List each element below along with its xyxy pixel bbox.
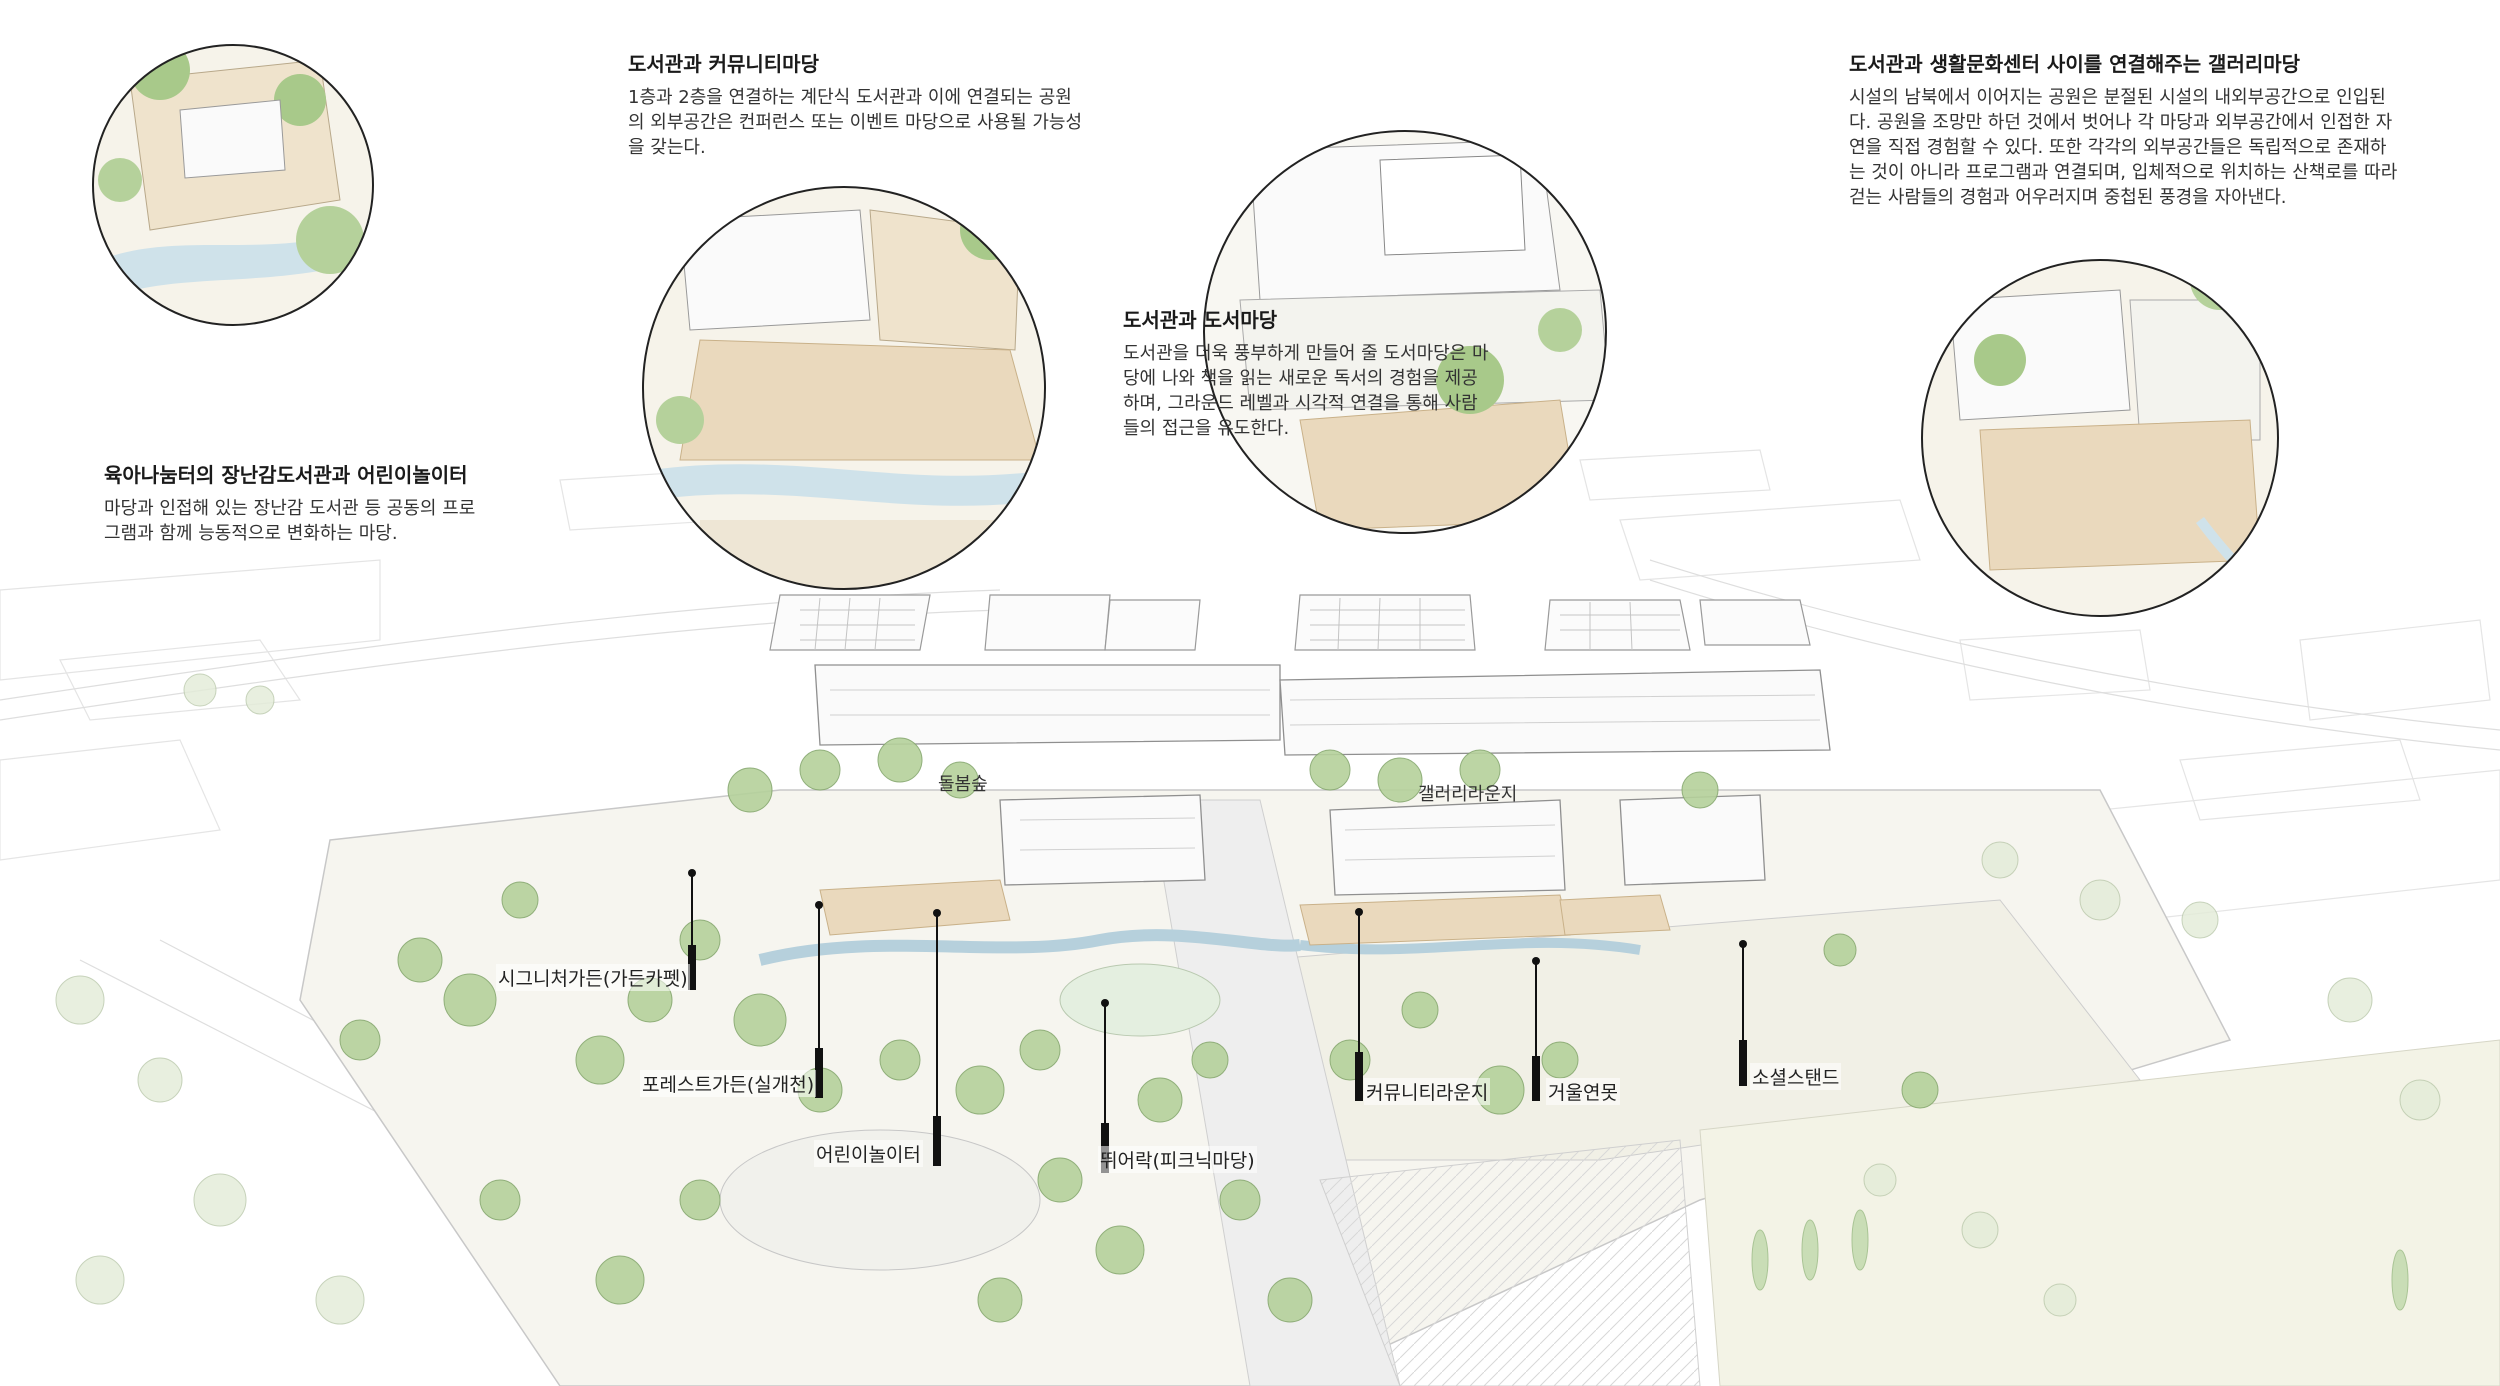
leader-mirror-pond	[1532, 957, 1540, 1101]
panel-childcare: 육아나눔터의 장난감도서관과 어린이놀이터 마당과 인접해 있는 장난감 도서관…	[104, 459, 489, 546]
panel-title: 육아나눔터의 장난감도서관과 어린이놀이터	[104, 463, 468, 487]
callout-community-lounge: 커뮤니티라운지	[1364, 1078, 1491, 1105]
panel-community: 도서관과 커뮤니티마당 1층과 2층을 연결하는 계단식 도서관과 이에 연결되…	[628, 48, 1084, 160]
area-label-dolbom: 돌봄숲	[938, 774, 988, 795]
panel-body: 도서관을 더욱 풍부하게 만들어 줄 도서마당은 마당에 나와 책을 읽는 새로…	[1123, 343, 1489, 439]
callout-forest-garden: 포레스트가든(실개천)	[640, 1070, 817, 1097]
leader-forest	[815, 901, 823, 1098]
area-label-gallery-lounge: 갤러리라운지	[1418, 784, 1518, 805]
leader-social-stand	[1739, 940, 1747, 1086]
panel-title: 도서관과 생활문화센터 사이를 연결해주는 갤러리마당	[1849, 52, 2301, 76]
library-buildings	[814, 664, 1831, 896]
panel-title: 도서관과 도서마당	[1123, 308, 1278, 332]
vignette-community	[642, 186, 1046, 590]
trees	[339, 737, 1939, 1323]
vignette-bookyard	[1203, 130, 1607, 534]
vignette-childcare	[92, 44, 374, 326]
roof-structures	[769, 594, 1811, 651]
leader-playground	[933, 909, 941, 1166]
callout-mirror-pond: 거울연못	[1546, 1078, 1620, 1105]
leader-community-lounge	[1355, 908, 1363, 1101]
panel-bookyard: 도서관과 도서마당 도서관을 더욱 풍부하게 만들어 줄 도서마당은 마당에 나…	[1123, 304, 1494, 441]
callout-picnic-yard: 뛰어락(피크닉마당)	[1098, 1146, 1257, 1173]
panel-body: 1층과 2층을 연결하는 계단식 도서관과 이에 연결되는 공원의 외부공간은 …	[628, 87, 1083, 158]
callout-playground: 어린이놀이터	[814, 1140, 923, 1167]
callout-social-stand: 소셜스탠드	[1750, 1063, 1842, 1090]
panel-title: 도서관과 커뮤니티마당	[628, 52, 819, 76]
panel-body: 마당과 인접해 있는 장난감 도서관 등 공동의 프로그램과 함께 능동적으로 …	[104, 498, 476, 544]
vignette-gallery	[1921, 259, 2279, 617]
panel-body: 시설의 남북에서 이어지는 공원은 분절된 시설의 내외부공간으로 인입된다. …	[1849, 87, 2398, 208]
callout-signature-garden: 시그니처가든(가든카펫)	[496, 964, 690, 991]
leader-signature	[688, 869, 696, 990]
panel-gallery: 도서관과 생활문화센터 사이를 연결해주는 갤러리마당 시설의 남북에서 이어지…	[1849, 48, 2401, 210]
